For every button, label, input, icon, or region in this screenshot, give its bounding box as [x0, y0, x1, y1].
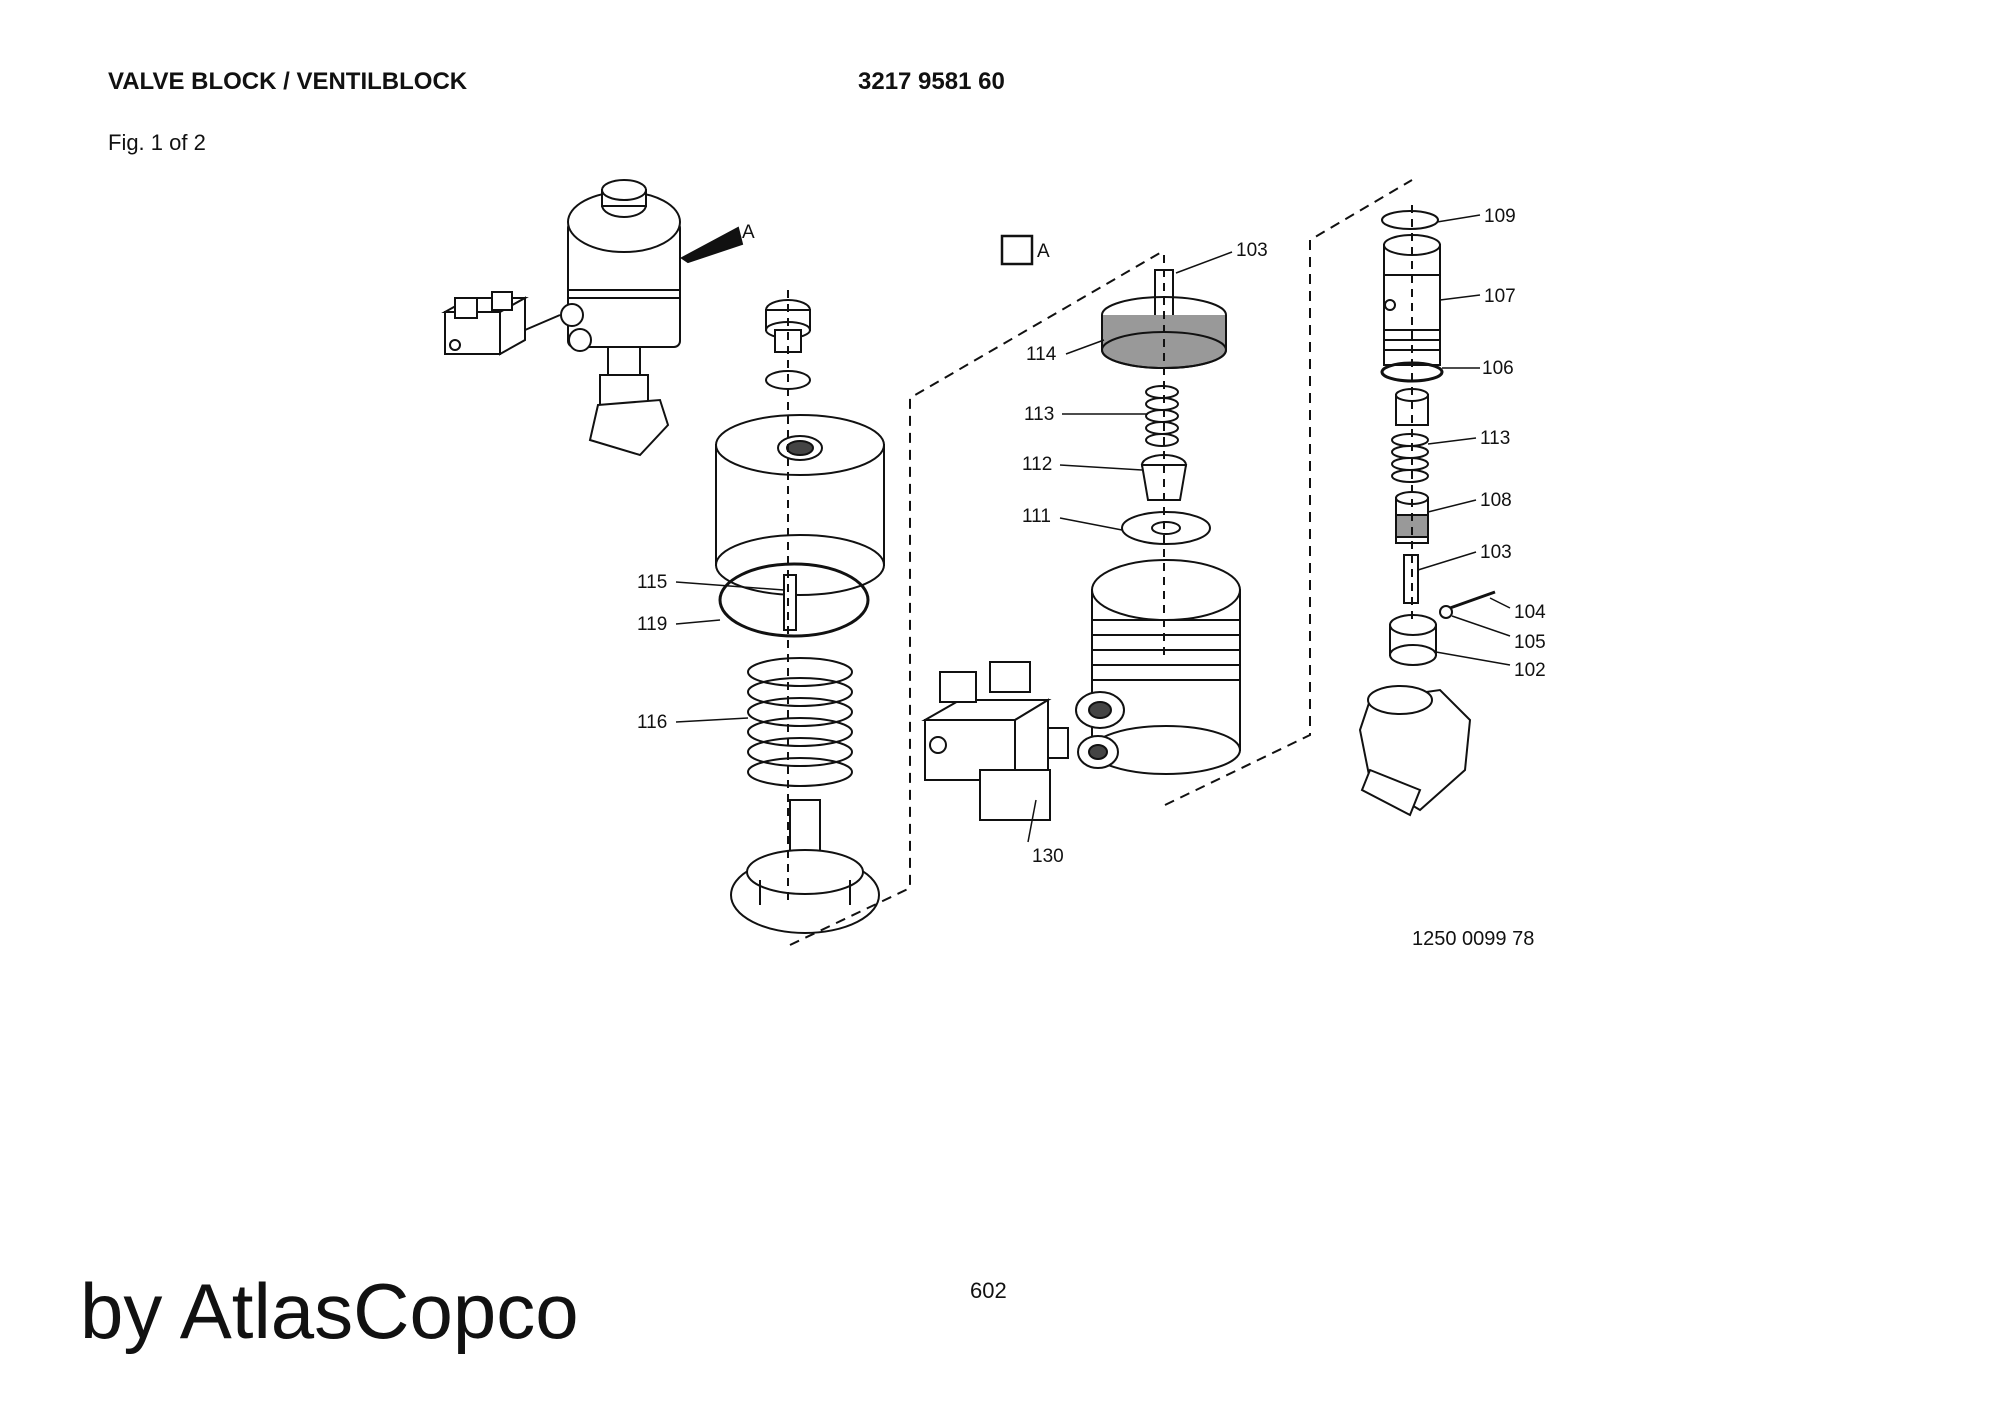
- callout-111: 111: [1022, 506, 1051, 527]
- right-exploded-column: [1358, 210, 1496, 817]
- page-title: VALVE BLOCK / VENTILBLOCK: [108, 68, 468, 95]
- callout-107: 107: [1484, 286, 1516, 307]
- brand-watermark: by AtlasCopco: [80, 1267, 579, 1355]
- callout-116: 116: [637, 712, 667, 733]
- callout-105: 105: [1514, 632, 1546, 653]
- callout-113-right: 113: [1480, 428, 1510, 449]
- assembled-valve-illustration: [441, 179, 744, 457]
- left-exploded-column: [715, 299, 885, 934]
- figure-label: Fig. 1 of 2: [108, 130, 206, 155]
- callout-103-right: 103: [1480, 542, 1512, 563]
- callout-114: 114: [1026, 344, 1057, 365]
- centre-valve-body: [921, 269, 1241, 821]
- callout-104: 104: [1514, 602, 1546, 623]
- page-number: 602: [970, 1278, 1007, 1303]
- callout-109: 109: [1484, 206, 1516, 227]
- detail-marker: A: [742, 222, 755, 243]
- callout-102: 102: [1514, 660, 1546, 681]
- callout-106: 106: [1482, 358, 1514, 379]
- detail-box-label: A: [1037, 241, 1050, 262]
- callout-113-centre: 113: [1024, 404, 1054, 425]
- callout-119: 119: [637, 614, 667, 635]
- part-number: 3217 9581 60: [858, 68, 1005, 95]
- callout-103-top: 103: [1236, 240, 1268, 261]
- callout-112: 112: [1022, 454, 1052, 475]
- callout-130: 130: [1032, 846, 1064, 867]
- callout-115: 115: [637, 572, 667, 593]
- callout-108: 108: [1480, 490, 1512, 511]
- callout-leaders: [675, 214, 1511, 843]
- drawing-number: 1250 0099 78: [1412, 928, 1535, 950]
